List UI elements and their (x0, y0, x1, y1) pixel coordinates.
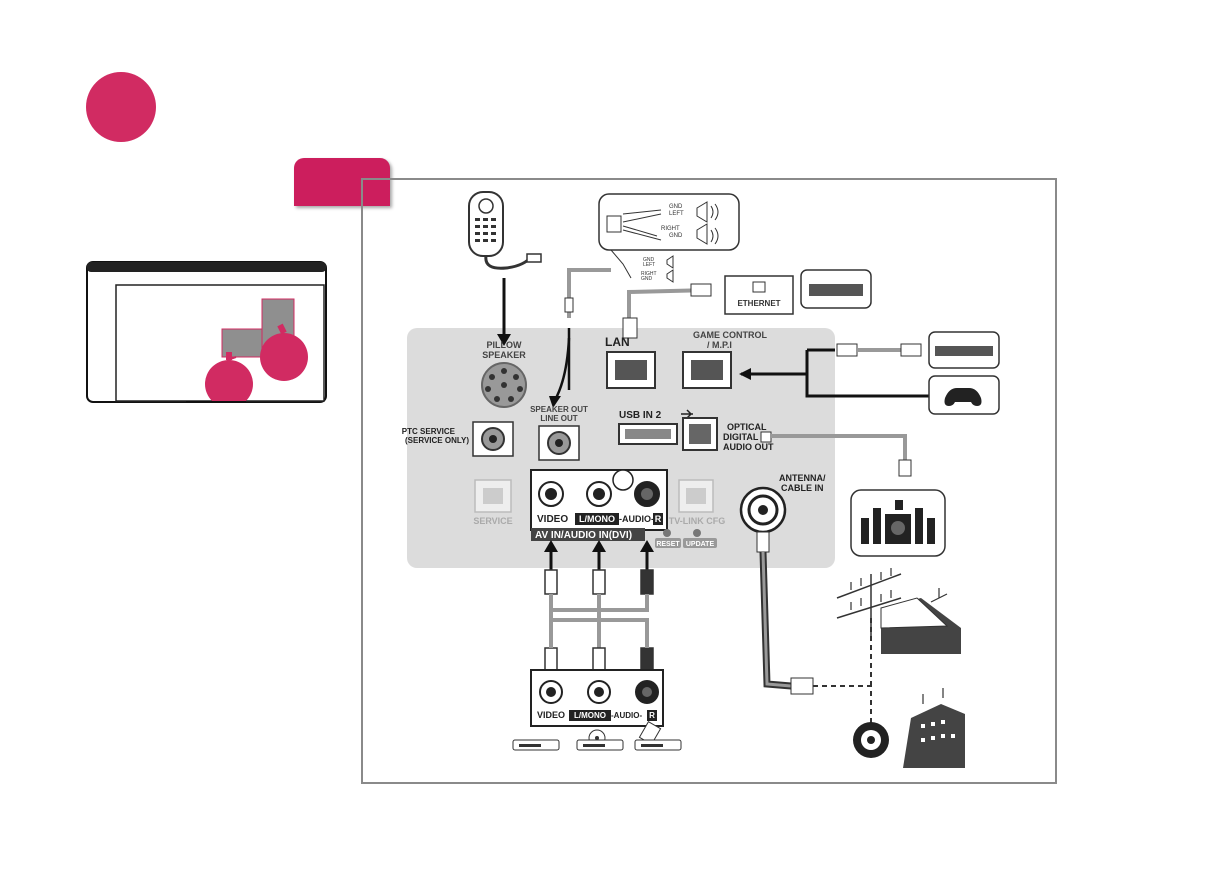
svg-text:VIDEO: VIDEO (537, 710, 565, 720)
pillow-speaker-label-2: SPEAKER (482, 350, 526, 360)
ethernet-label: ETHERNET (737, 299, 780, 308)
update-label: UPDATE (686, 541, 715, 548)
svg-text:SERVICE: SERVICE (473, 516, 512, 526)
antenna-label: ANTENNA/ (779, 473, 826, 483)
svg-text:CABLE IN: CABLE IN (781, 483, 824, 493)
media-player-icon (929, 332, 999, 368)
av-in-label: AV IN/AUDIO IN(DVI) (535, 530, 632, 541)
svg-text:UPDATE: UPDATE (686, 541, 715, 548)
speaker-out-label: SPEAKER OUT (530, 405, 588, 414)
external-speakers-icon: GND LEFT RIGHT GND GND LEFT RIGHT GND (599, 194, 739, 282)
game-control-port[interactable] (683, 352, 731, 388)
svg-text:PILLOW: PILLOW (487, 340, 522, 350)
source-r-label: R (649, 711, 655, 720)
svg-text:ANTENNA/: ANTENNA/ (779, 473, 826, 483)
speaker-out-label-2: LINE OUT (540, 414, 577, 423)
svg-text:PTC SERVICE: PTC SERVICE (402, 427, 456, 436)
tv-link-cfg-label: TV-LINK CFG (669, 516, 726, 526)
pillow-speaker-remote-icon (469, 192, 541, 268)
av-video-jack[interactable] (539, 482, 563, 506)
pillow-speaker-label: PILLOW (487, 340, 522, 350)
game-control-label-2: / M.P.I (707, 340, 732, 350)
reset-label: RESET (656, 541, 680, 548)
ptc-service-label: PTC SERVICE (402, 427, 456, 436)
optical-label-3: AUDIO OUT (723, 442, 774, 452)
source-audio-right-jack (636, 681, 658, 703)
av-r-label: R (655, 514, 662, 524)
svg-text:AV IN/AUDIO IN(DVI): AV IN/AUDIO IN(DVI) (535, 530, 632, 541)
svg-text:SPEAKER: SPEAKER (482, 350, 526, 360)
svg-text:L/MONO: L/MONO (579, 514, 615, 524)
svg-text:ETHERNET: ETHERNET (737, 299, 780, 308)
update-button[interactable] (693, 529, 701, 537)
usb-port[interactable] (619, 424, 677, 444)
dvd-player-icon (513, 740, 559, 750)
reset-button[interactable] (663, 529, 671, 537)
speaker-out-port[interactable] (539, 426, 579, 460)
svg-text:L/MONO: L/MONO (574, 711, 606, 720)
tv-back-thumbnail (86, 261, 327, 403)
svg-text:SPEAKER OUT: SPEAKER OUT (530, 405, 588, 414)
service-label: SERVICE (473, 516, 512, 526)
disc-player-icon (577, 730, 623, 750)
ptc-service-label-2: (SERVICE ONLY) (405, 436, 469, 445)
svg-text:DIGITAL: DIGITAL (723, 432, 759, 442)
source-audio-left-jack (588, 681, 610, 703)
svg-text:AUDIO OUT: AUDIO OUT (723, 442, 774, 452)
source-lmono-label: L/MONO (574, 711, 606, 720)
step-number-badge (86, 72, 156, 142)
usb-label: USB IN 2 (619, 410, 662, 421)
rooftop-antenna-house-icon (837, 568, 961, 654)
lan-label: LAN (605, 335, 630, 349)
optical-port[interactable] (683, 418, 717, 450)
svg-text:-AUDIO-: -AUDIO- (611, 711, 642, 720)
antenna-port[interactable] (741, 488, 785, 532)
svg-text:GND: GND (669, 233, 683, 239)
callout-b-icon (260, 333, 308, 381)
connection-diagram: PILLOW SPEAKER GND LEFT RIGHT GND GND LE… (361, 178, 1055, 782)
svg-text:LEFT: LEFT (669, 211, 684, 217)
av-audio-left-jack[interactable] (587, 482, 611, 506)
av-lmono-label: L/MONO (579, 514, 615, 524)
svg-text:GND: GND (641, 276, 653, 282)
av-audio-right-jack[interactable] (635, 482, 659, 506)
optical-label: OPTICAL (727, 422, 767, 432)
antenna-label-2: CABLE IN (781, 483, 824, 493)
source-audio-label: -AUDIO- (611, 711, 642, 720)
game-control-label: GAME CONTROL (693, 330, 767, 340)
av-video-label: VIDEO (537, 514, 568, 525)
cable-outlet-building-icon (853, 688, 965, 768)
svg-text:R: R (649, 711, 655, 720)
game-controller-icon (929, 376, 999, 414)
svg-text:LEFT: LEFT (643, 262, 655, 268)
source-video-jack (540, 681, 562, 703)
svg-text:TV-LINK CFG: TV-LINK CFG (669, 516, 726, 526)
svg-text:(SERVICE ONLY): (SERVICE ONLY) (405, 436, 469, 445)
svg-text:VIDEO: VIDEO (537, 514, 568, 525)
source-video-label: VIDEO (537, 710, 565, 720)
svg-text:RESET: RESET (656, 541, 680, 548)
tv-link-cfg-port[interactable] (679, 480, 713, 512)
service-port[interactable] (475, 480, 511, 512)
svg-text:GND: GND (669, 204, 683, 210)
lan-port[interactable] (607, 352, 655, 388)
ethernet-router-icon: ETHERNET (725, 270, 871, 314)
home-theater-speakers-icon (851, 490, 945, 556)
av-audio-label: -AUDIO- (619, 514, 654, 524)
svg-text:-AUDIO-: -AUDIO- (619, 514, 654, 524)
svg-text:/ M.P.I: / M.P.I (707, 340, 732, 350)
svg-text:USB IN 2: USB IN 2 (619, 410, 662, 421)
svg-text:RIGHT: RIGHT (661, 226, 680, 232)
ptc-service-port[interactable] (473, 422, 513, 456)
svg-text:OPTICAL: OPTICAL (727, 422, 767, 432)
svg-text:LINE OUT: LINE OUT (540, 414, 577, 423)
svg-text:R: R (655, 514, 662, 524)
optical-label-2: DIGITAL (723, 432, 759, 442)
pillow-speaker-port[interactable] (482, 363, 526, 407)
svg-text:LAN: LAN (605, 335, 630, 349)
svg-text:GAME CONTROL: GAME CONTROL (693, 330, 767, 340)
